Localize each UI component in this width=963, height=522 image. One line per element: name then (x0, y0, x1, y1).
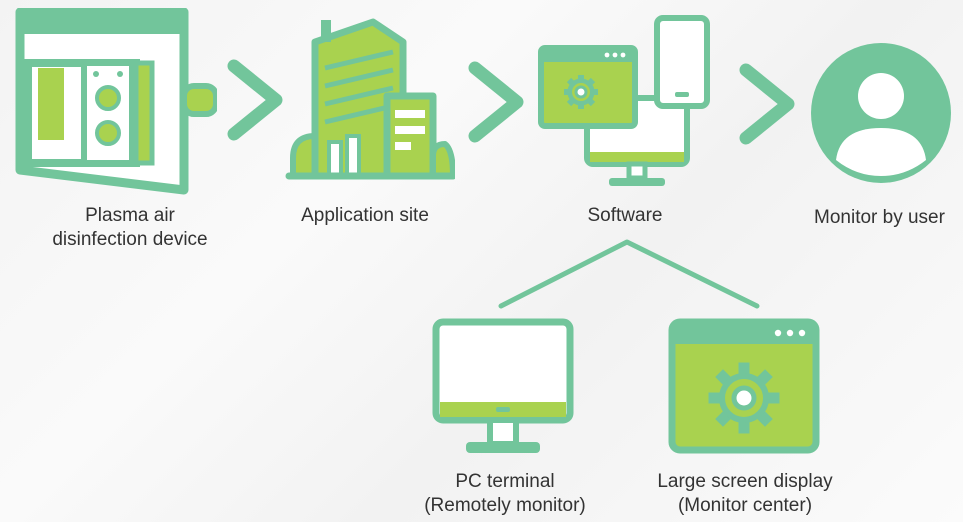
branch-label-pc-terminal: PC terminal (Remotely monitor) (400, 470, 610, 518)
branch-label-line: (Monitor center) (677, 495, 813, 516)
step-label-monitor-by-user: Monitor by user (798, 206, 961, 230)
pc-monitor-icon (432, 318, 574, 460)
branch-label-large-screen: Large screen display (Monitor center) (630, 470, 860, 518)
user-icon (810, 42, 952, 184)
step-label-software: Software (565, 204, 685, 228)
branch-connector (495, 236, 765, 310)
chevron-right-icon (467, 60, 527, 144)
large-screen-icon (668, 318, 820, 454)
plasma-device-icon (12, 8, 217, 198)
chevron-right-icon (738, 62, 798, 146)
step-label-line: Plasma air (85, 205, 175, 226)
branch-label-line: PC terminal (455, 471, 555, 492)
step-label-application-site: Application site (280, 204, 450, 228)
chevron-right-icon (226, 58, 286, 142)
step-label-line: Application site (301, 205, 429, 226)
branch-label-line: Large screen display (657, 471, 833, 492)
building-icon (285, 18, 455, 188)
step-label-line: Monitor by user (814, 207, 945, 228)
step-label-line: disinfection device (52, 229, 208, 250)
step-label-line: Software (587, 205, 663, 226)
step-label-plasma: Plasma air disinfection device (40, 204, 220, 252)
software-devices-icon (535, 12, 715, 192)
branch-label-line: (Remotely monitor) (424, 495, 586, 516)
